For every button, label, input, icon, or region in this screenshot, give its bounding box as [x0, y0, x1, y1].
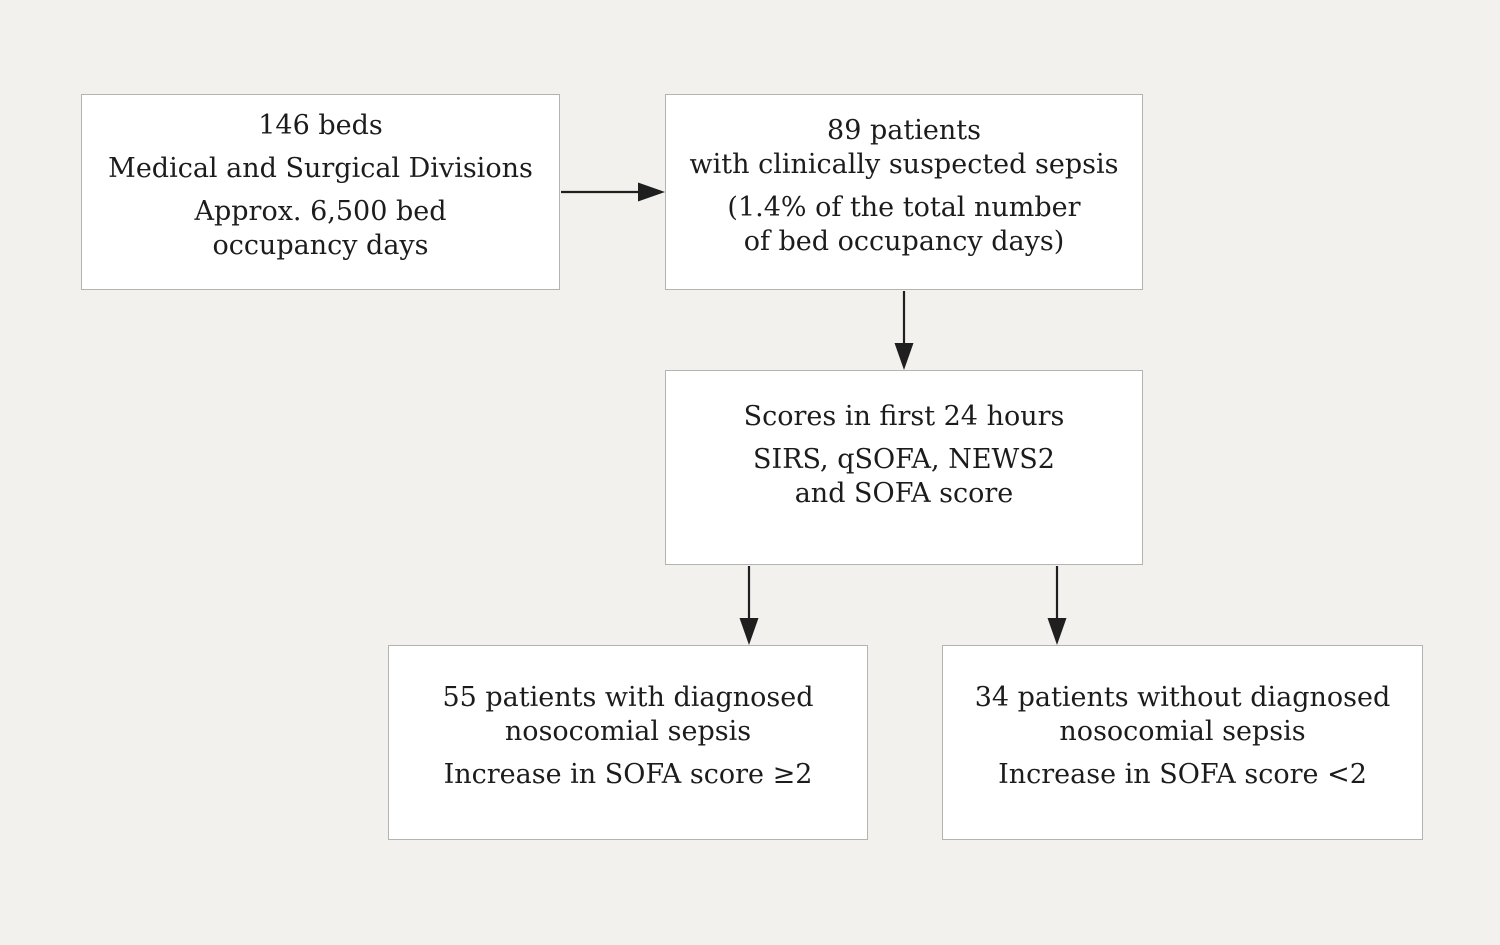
- arrow-suspected-to-scores-icon: [894, 291, 914, 370]
- arrow-capacity-to-suspected-icon: [561, 182, 665, 202]
- box-hospital-capacity: 146 beds Medical and Surgical Divisions …: [81, 94, 560, 290]
- box-scores-first-24h: Scores in first 24 hours SIRS, qSOFA, NE…: [665, 370, 1143, 565]
- hospital-capacity-divisions-text: Medical and Surgical Divisions: [108, 153, 533, 184]
- hospital-capacity-beds-text: 146 beds: [258, 110, 383, 141]
- box-suspected-sepsis: 89 patients with clinically suspected se…: [665, 94, 1143, 290]
- undiagnosed-count-text: 34 patients without diagnosed nosocomial…: [974, 682, 1391, 747]
- box-diagnosed-sepsis: 55 patients with diagnosed nosocomial se…: [388, 645, 868, 840]
- diagnosed-count-text: 55 patients with diagnosed nosocomial se…: [442, 682, 814, 747]
- scores-title-text: Scores in first 24 hours: [743, 401, 1065, 432]
- diagnosed-sofa-text: Increase in SOFA score ≥2: [443, 759, 813, 790]
- arrow-scores-to-undiagnosed-icon: [1047, 566, 1067, 645]
- undiagnosed-sofa-text: Increase in SOFA score <2: [998, 759, 1367, 790]
- suspected-sepsis-count-text: 89 patients with clinically suspected se…: [689, 114, 1119, 180]
- suspected-sepsis-percent-text: (1.4% of the total number of bed occupan…: [727, 191, 1081, 257]
- scores-list-text: SIRS, qSOFA, NEWS2 and SOFA score: [753, 444, 1055, 509]
- box-no-diagnosed-sepsis: 34 patients without diagnosed nosocomial…: [942, 645, 1423, 840]
- arrow-scores-to-diagnosed-icon: [739, 566, 759, 645]
- hospital-capacity-occupancy-text: Approx. 6,500 bed occupancy days: [194, 196, 447, 261]
